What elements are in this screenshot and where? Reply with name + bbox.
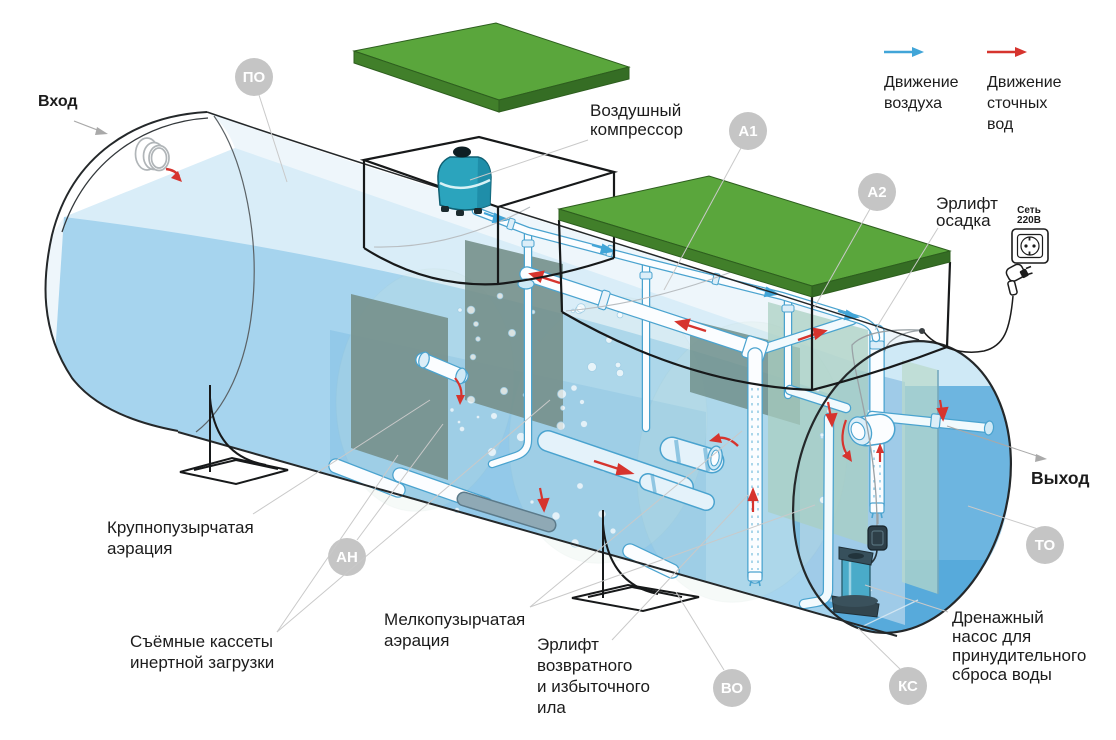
svg-text:Движение: Движение — [884, 74, 959, 91]
svg-text:компрессор: компрессор — [590, 120, 683, 139]
svg-text:аэрация: аэрация — [107, 539, 172, 558]
svg-text:Съёмные кассеты: Съёмные кассеты — [130, 632, 273, 651]
svg-text:КС: КС — [898, 678, 918, 695]
svg-text:сточных: сточных — [987, 95, 1047, 112]
svg-text:Воздушный: Воздушный — [590, 101, 681, 120]
svg-text:А2: А2 — [867, 184, 886, 201]
svg-text:принудительного: принудительного — [952, 646, 1086, 665]
svg-text:220В: 220В — [1017, 215, 1041, 226]
svg-text:сброса воды: сброса воды — [952, 665, 1052, 684]
svg-text:инертной загрузки: инертной загрузки — [130, 653, 274, 672]
svg-text:А1: А1 — [738, 123, 757, 140]
svg-text:Эрлифт: Эрлифт — [537, 635, 599, 654]
svg-text:ила: ила — [537, 698, 566, 717]
svg-text:воздуха: воздуха — [884, 95, 942, 112]
svg-text:возвратного: возвратного — [537, 656, 632, 675]
svg-text:Движение: Движение — [987, 74, 1062, 91]
svg-text:ПО: ПО — [243, 69, 266, 86]
svg-text:ТО: ТО — [1035, 537, 1056, 554]
svg-text:вод: вод — [987, 116, 1014, 133]
svg-text:Эрлифт: Эрлифт — [936, 194, 998, 213]
svg-text:АН: АН — [336, 549, 358, 566]
svg-text:Мелкопузырчатая: Мелкопузырчатая — [384, 610, 525, 629]
svg-text:насос для: насос для — [952, 627, 1031, 646]
svg-text:и избыточного: и избыточного — [537, 677, 650, 696]
svg-text:Сеть: Сеть — [1017, 205, 1041, 216]
svg-text:аэрация: аэрация — [384, 631, 449, 650]
svg-text:Дренажный: Дренажный — [952, 608, 1044, 627]
svg-text:Вход: Вход — [38, 93, 78, 110]
svg-text:Крупнопузырчатая: Крупнопузырчатая — [107, 518, 254, 537]
svg-text:осадка: осадка — [936, 211, 991, 230]
svg-text:ВО: ВО — [721, 680, 743, 697]
svg-text:Выход: Выход — [1031, 468, 1089, 488]
